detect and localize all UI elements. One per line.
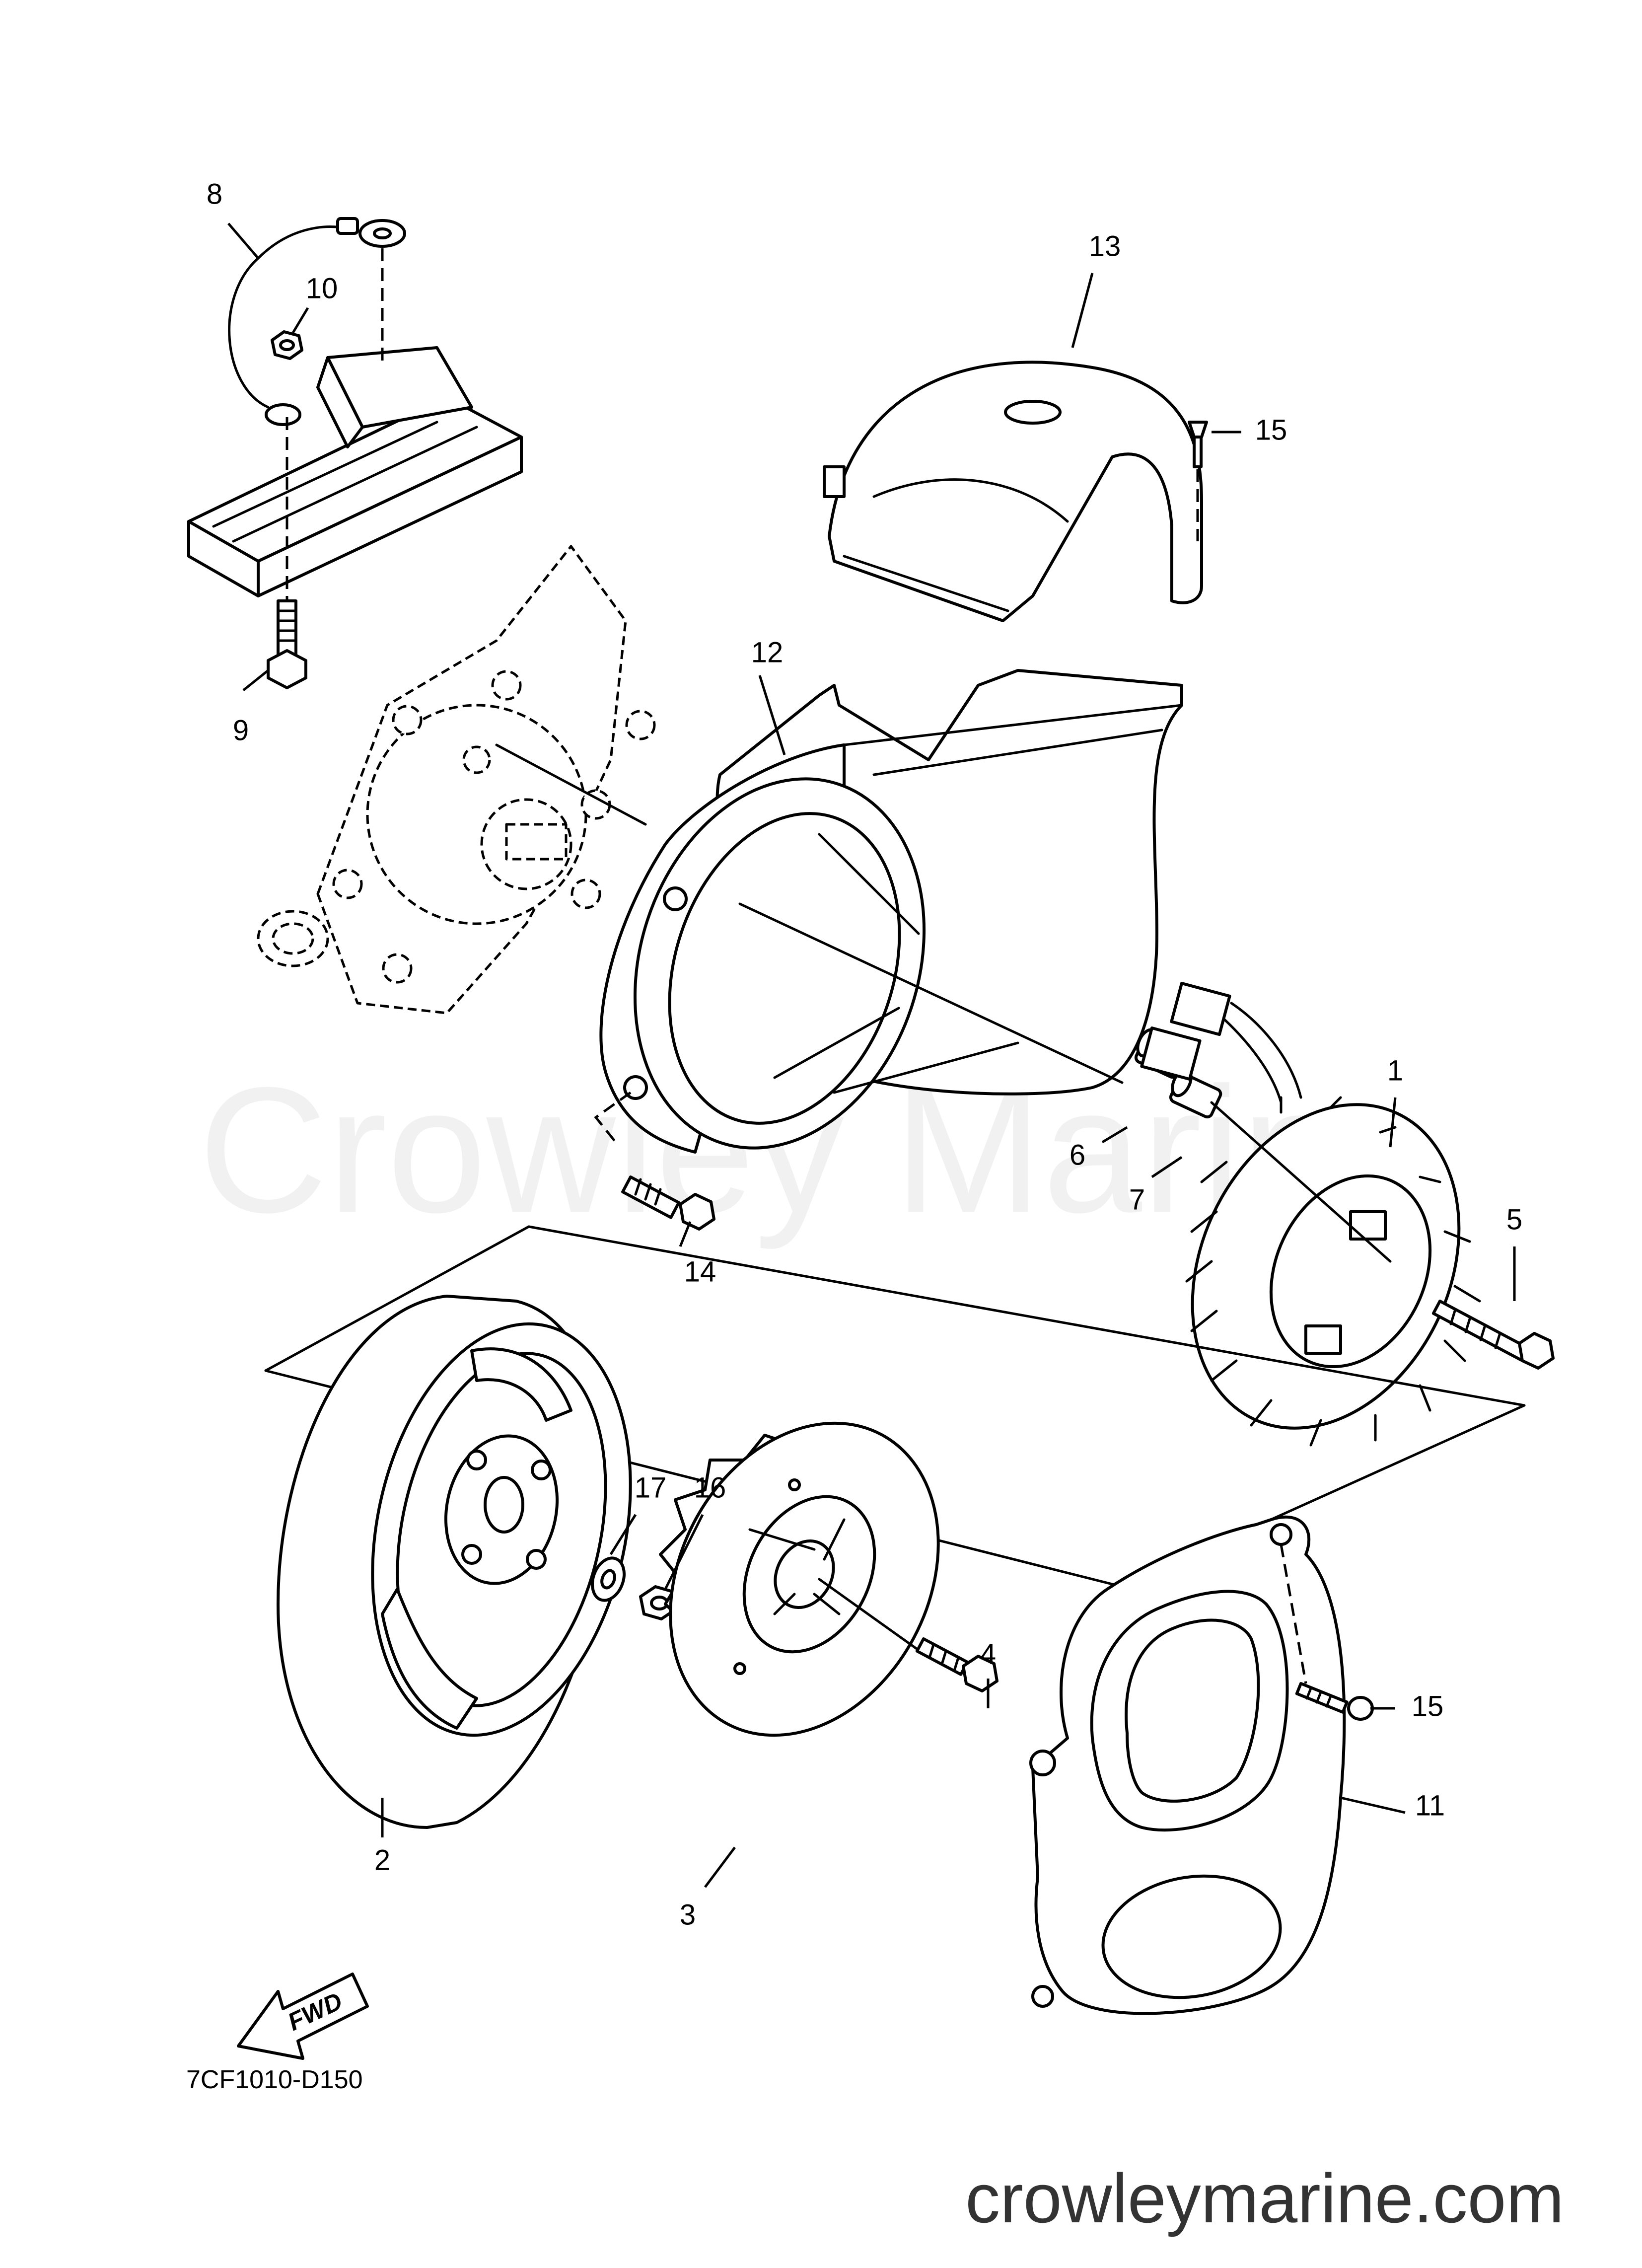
callout-10: 10 xyxy=(306,272,338,304)
callout-2: 2 xyxy=(374,1844,390,1876)
callout-4: 4 xyxy=(980,1638,996,1670)
part-8-ground-lead xyxy=(228,217,406,426)
callout-1: 1 xyxy=(1387,1054,1403,1087)
fwd-arrow-icon: FWD xyxy=(237,1973,369,2060)
part-9-bolt xyxy=(267,599,307,689)
diagram-code: 7CF1010-D150 xyxy=(186,2065,363,2094)
callout-9: 9 xyxy=(233,714,249,746)
callout-11: 11 xyxy=(1415,1789,1445,1822)
dash-line-14 xyxy=(594,1091,632,1143)
part-16-nut xyxy=(639,1585,678,1620)
callout-6: 6 xyxy=(1070,1139,1085,1171)
part-4-bolt xyxy=(915,1637,999,1692)
part-13-shroud-top xyxy=(823,361,1203,622)
callout-5: 5 xyxy=(1506,1203,1522,1236)
part-11-fan-cover xyxy=(1029,1515,1346,2015)
part-12-shroud-lower xyxy=(599,669,1183,1154)
callout-15-top: 15 xyxy=(1255,414,1287,446)
part-10-nut xyxy=(271,330,303,360)
part-1-stator xyxy=(1140,982,1481,1447)
part-3-fan xyxy=(659,1421,940,1737)
callout-7: 7 xyxy=(1129,1183,1145,1216)
part-5-bolt xyxy=(1431,1300,1555,1370)
fan-axis-line xyxy=(818,1578,925,1655)
callout-3: 3 xyxy=(680,1899,696,1931)
part-2-rotor xyxy=(277,1295,632,1829)
dash-line-15-bottom xyxy=(1280,1544,1307,1684)
part-14-bolt xyxy=(621,1175,715,1231)
callout-17: 17 xyxy=(635,1471,667,1504)
callout-16: 16 xyxy=(694,1471,726,1504)
part-15-screw-top xyxy=(1188,421,1208,468)
bracket-assembly xyxy=(187,346,523,597)
callout-8: 8 xyxy=(207,178,222,210)
callout-12: 12 xyxy=(751,636,784,668)
leader-lines xyxy=(227,222,1516,1888)
website-watermark: crowleymarine.com xyxy=(965,2159,1564,2237)
callout-13: 13 xyxy=(1089,230,1121,262)
callout-14: 14 xyxy=(684,1255,716,1288)
shroud-axis-line xyxy=(738,902,1124,1084)
part-17-washer xyxy=(591,1556,626,1602)
callout-15-bottom: 15 xyxy=(1412,1690,1444,1722)
stator-axis-line xyxy=(1210,1101,1392,1263)
engine-block-phantom xyxy=(257,545,656,1015)
part-15-screw-bottom xyxy=(1295,1682,1374,1721)
engine-axis-line xyxy=(495,743,647,826)
